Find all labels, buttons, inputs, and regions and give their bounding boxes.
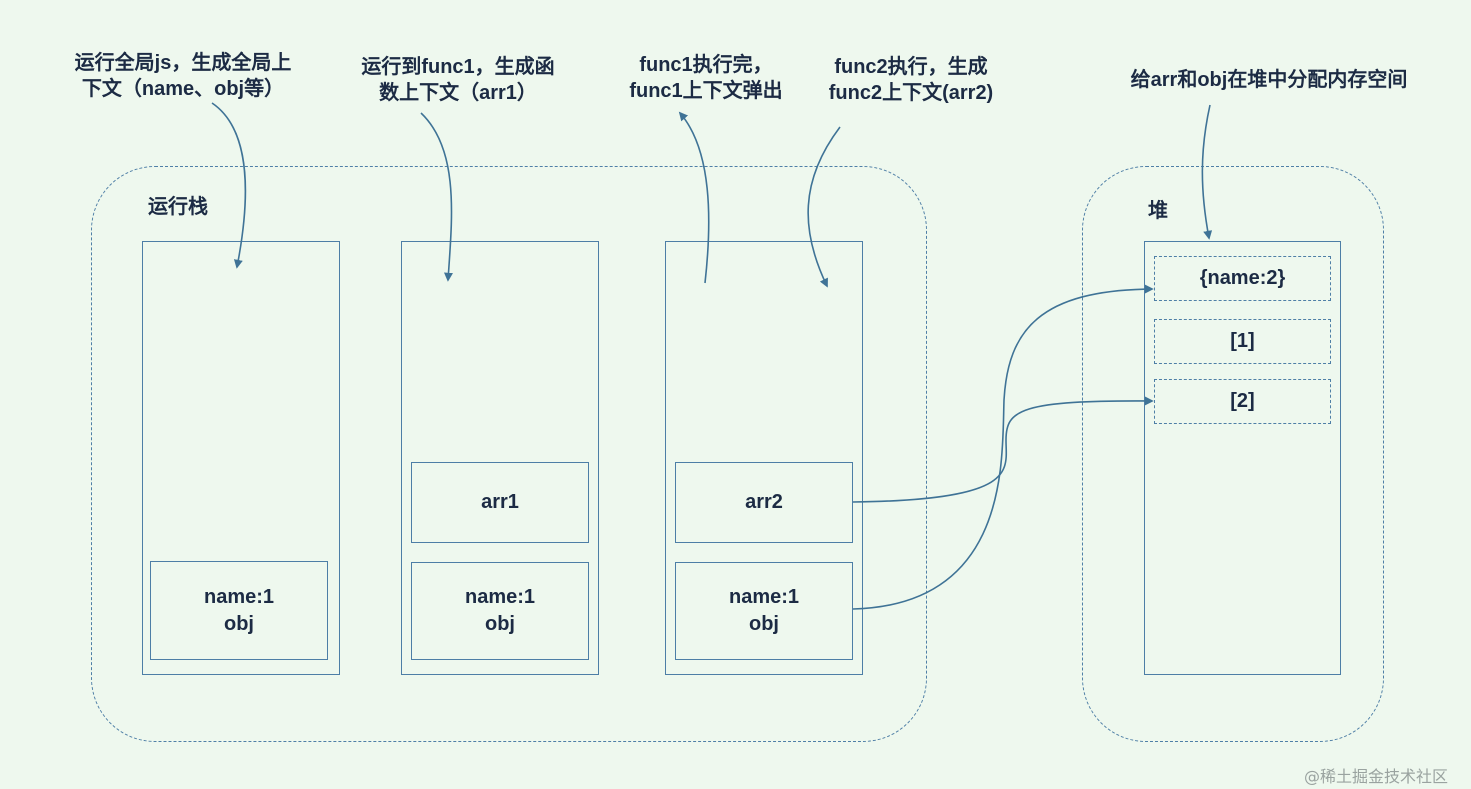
stack-column-func1 bbox=[401, 241, 599, 675]
caption-line: func1执行完， bbox=[639, 54, 773, 76]
caption-line: 运行到func1，生成函 bbox=[361, 56, 555, 78]
caption-line: 数上下文（arr1） bbox=[379, 82, 537, 104]
caption-func1-run: 运行到func1，生成函 数上下文（arr1） bbox=[345, 54, 571, 106]
frame-line: arr2 bbox=[745, 491, 783, 513]
heap-cell-object: {name:2} bbox=[1154, 256, 1331, 301]
caption-line: func1上下文弹出 bbox=[629, 80, 783, 102]
func1-context-frame: arr1 bbox=[411, 462, 589, 543]
frame-line: name:1 bbox=[203, 585, 275, 608]
global-context-frame: name:1 obj bbox=[150, 561, 328, 660]
caption-func1-done: func1执行完， func1上下文弹出 bbox=[606, 52, 806, 104]
caption-line: func2上下文(arr2) bbox=[828, 82, 994, 104]
caption-func2-run: func2执行，生成 func2上下文(arr2) bbox=[806, 54, 1016, 106]
frame-line: arr1 bbox=[481, 491, 519, 513]
global-context-frame: name:1 obj bbox=[675, 562, 853, 660]
func2-context-frame: arr2 bbox=[675, 462, 853, 543]
caption-line: 给arr和obj在堆中分配内存空间 bbox=[1130, 69, 1408, 91]
global-context-frame: name:1 obj bbox=[411, 562, 589, 660]
caption-line: func2执行，生成 bbox=[834, 56, 988, 78]
heap-label: 堆 bbox=[1148, 200, 1168, 222]
heap-cell-array-1: [1] bbox=[1154, 319, 1331, 364]
watermark: @稀土掘金技术社区 bbox=[1304, 767, 1449, 786]
frame-line: obj bbox=[224, 612, 254, 635]
heap-cell-array-2: [2] bbox=[1154, 379, 1331, 424]
caption-line: 运行全局js，生成全局上 bbox=[74, 52, 292, 74]
stack-label: 运行栈 bbox=[148, 196, 208, 218]
caption-heap-alloc: 给arr和obj在堆中分配内存空间 bbox=[1104, 67, 1434, 93]
frame-line: obj bbox=[485, 613, 515, 635]
frame-line: name:1 bbox=[728, 586, 800, 608]
heap-column bbox=[1144, 241, 1341, 675]
caption-global-context: 运行全局js，生成全局上 下文（name、obj等） bbox=[58, 50, 308, 102]
frame-line: name:1 bbox=[464, 586, 536, 608]
frame-line: obj bbox=[749, 613, 779, 635]
caption-line: 下文（name、obj等） bbox=[81, 78, 285, 100]
